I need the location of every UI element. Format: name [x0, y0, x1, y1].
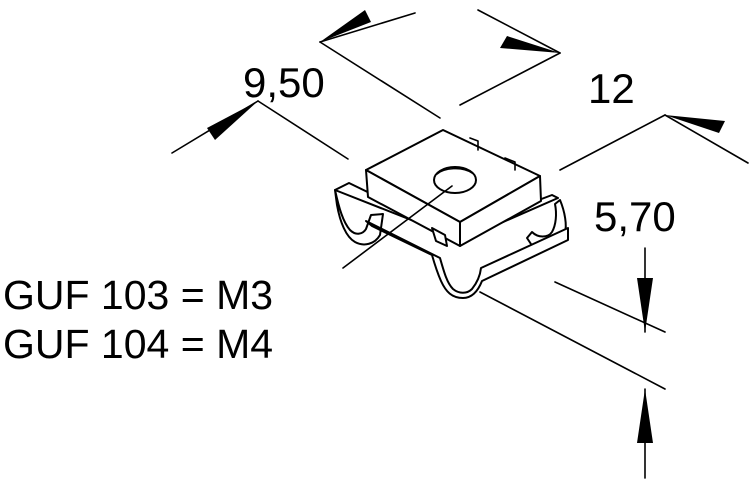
dimension-length-label: 12 [588, 65, 635, 112]
threaded-hole-inner-edge [436, 167, 473, 175]
dimension-length: 12 [459, 9, 749, 171]
dimension-width-label: 9,50 [243, 59, 325, 106]
extension-line-length-right [559, 114, 666, 171]
label-guf-103: GUF 103 = M3 [3, 272, 273, 318]
dimension-height-label: 5,70 [594, 193, 676, 240]
extension-line-width-right [319, 41, 441, 119]
dimension-width: 9,50 [171, 10, 441, 160]
nut-rear-tab [469, 137, 516, 171]
extension-line-height-bottom [479, 291, 666, 390]
threaded-hole [433, 166, 477, 194]
arrow-width-lower [207, 101, 258, 140]
dimension-line-width-upper [319, 12, 416, 43]
leader-line [342, 185, 453, 269]
arrow-length-upper [500, 36, 560, 53]
extension-line-height-top [554, 281, 666, 333]
dimension-line-length-lower [664, 114, 749, 164]
label-guf-104: GUF 104 = M4 [3, 321, 273, 367]
clip-left-leg [334, 189, 384, 246]
nut-front-tab [431, 227, 448, 247]
dimension-line-length-upper [477, 9, 561, 54]
extension-line-width-left [257, 100, 349, 160]
part-labels: GUF 103 = M3 GUF 104 = M4 [3, 272, 273, 367]
clip-front-channel [365, 220, 569, 299]
arrow-width-upper [320, 10, 371, 42]
dimension-height: 5,70 [479, 193, 676, 479]
arrow-height-top [637, 278, 653, 332]
arrow-length-lower [665, 115, 725, 133]
extension-line-length-left [459, 52, 561, 106]
cage-nut [334, 129, 569, 299]
arrow-height-bottom [637, 389, 653, 443]
nut-right-face [459, 175, 542, 247]
